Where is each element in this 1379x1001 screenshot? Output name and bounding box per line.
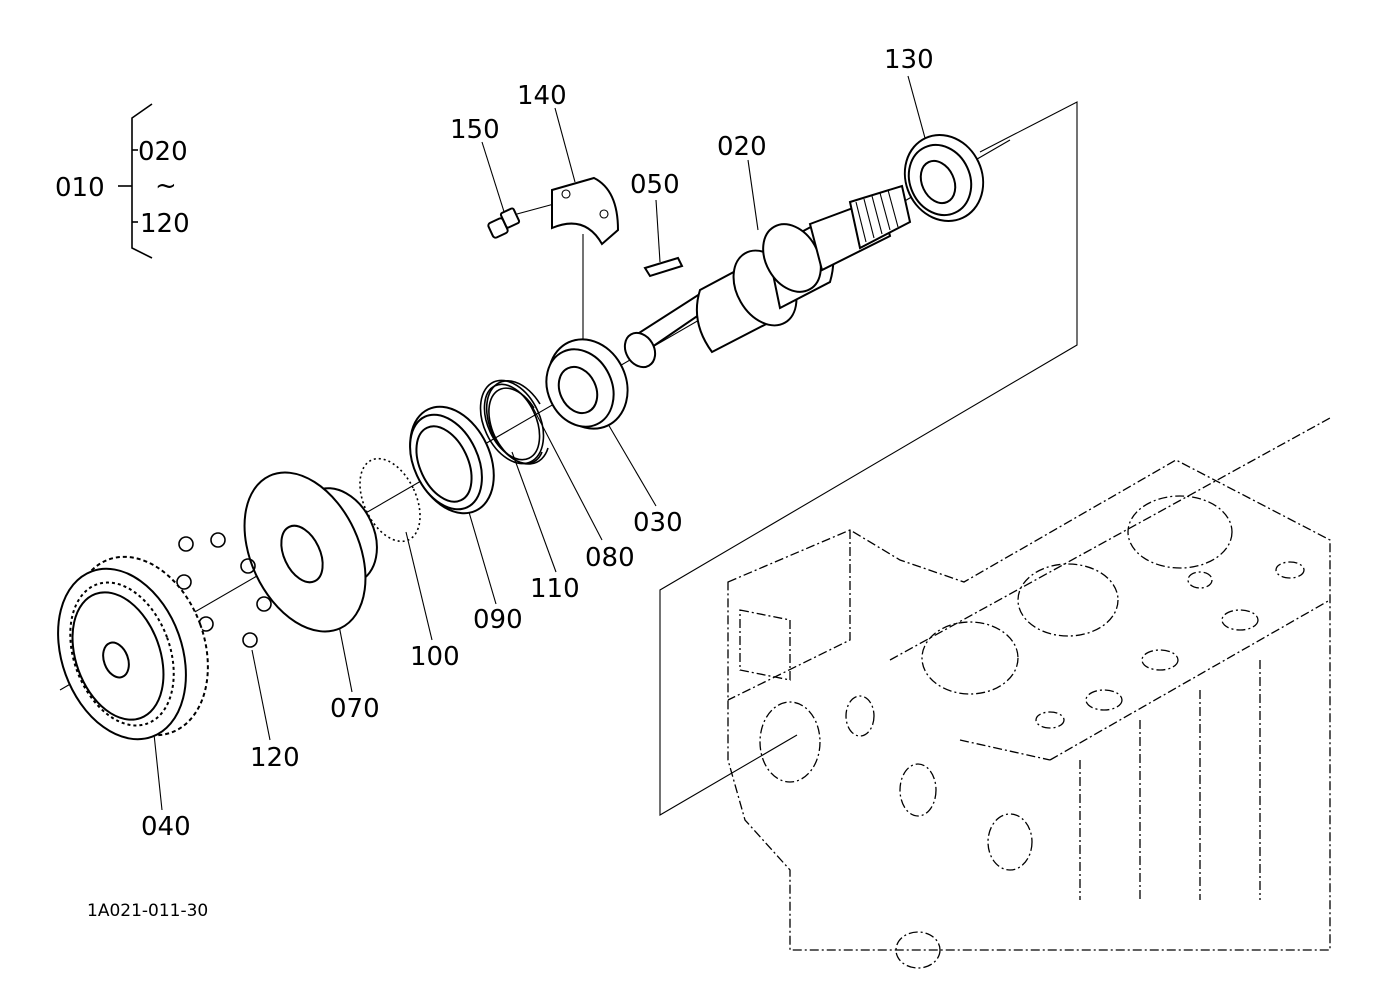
bearing-130 — [903, 134, 985, 222]
ball-retainer-100 — [359, 457, 421, 543]
fitting-frame — [582, 101, 1078, 816]
camshaft-020 — [623, 184, 912, 369]
gear-040 — [57, 555, 209, 741]
key-050 — [643, 256, 684, 278]
bearing-090 — [409, 405, 495, 515]
label-140[interactable]: 140 — [517, 81, 567, 111]
bolt-150 — [487, 203, 555, 239]
drawing-id: 1A021-011-30 — [87, 901, 208, 921]
bearing-030 — [545, 338, 629, 430]
label-020-group[interactable]: 020 — [138, 137, 188, 167]
snap-ring-080 — [485, 380, 549, 465]
label-070[interactable]: 070 — [330, 694, 380, 724]
label-100[interactable]: 100 — [410, 642, 460, 672]
label-110[interactable]: 110 — [530, 574, 580, 604]
label-010[interactable]: 010 — [55, 173, 105, 203]
ring-110 — [479, 379, 545, 465]
label-020[interactable]: 020 — [717, 132, 767, 162]
label-150[interactable]: 150 — [450, 115, 500, 145]
label-090[interactable]: 090 — [473, 605, 523, 635]
cylinder-block — [727, 417, 1331, 969]
label-120[interactable]: 120 — [250, 743, 300, 773]
label-120-group[interactable]: 120 — [140, 209, 190, 239]
label-080[interactable]: 080 — [585, 543, 635, 573]
label-range-tilde: ~ — [155, 171, 177, 201]
label-040[interactable]: 040 — [141, 812, 191, 842]
label-050[interactable]: 050 — [630, 170, 680, 200]
balls-120 — [176, 532, 272, 648]
flange-070 — [243, 471, 378, 633]
retainer-140 — [551, 176, 620, 246]
label-030[interactable]: 030 — [633, 508, 683, 538]
label-130[interactable]: 130 — [884, 45, 934, 75]
group-brace — [118, 103, 153, 259]
